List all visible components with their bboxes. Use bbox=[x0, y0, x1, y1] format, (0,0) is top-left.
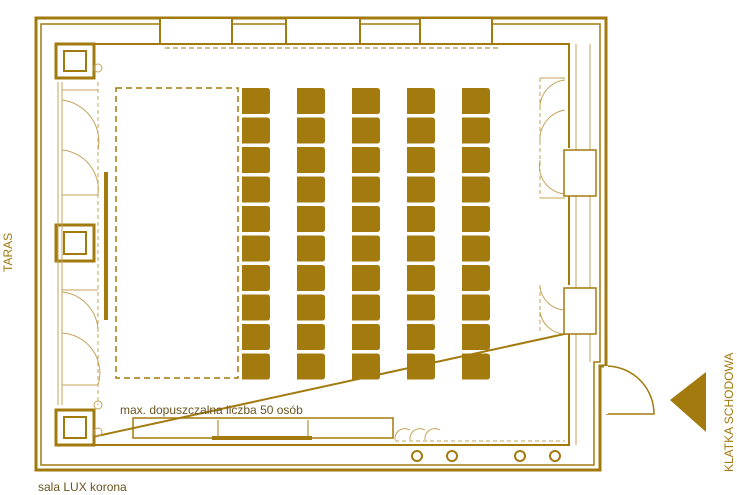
staircase-door bbox=[604, 365, 655, 415]
inner-wall bbox=[40, 23, 601, 466]
terrace-label: TARAS bbox=[1, 233, 15, 272]
staircase-label: KLATKA SCHODOWA bbox=[722, 353, 736, 472]
column-1 bbox=[411, 450, 423, 462]
chair bbox=[407, 176, 435, 203]
chair bbox=[297, 88, 325, 114]
right-door-1 bbox=[539, 77, 566, 109]
chair bbox=[462, 206, 490, 232]
chair bbox=[352, 235, 380, 262]
bottom-columns bbox=[411, 450, 561, 462]
chair bbox=[462, 324, 490, 350]
door-swing-2 bbox=[61, 149, 99, 196]
door-swing-3 bbox=[61, 289, 99, 333]
window-niche-1 bbox=[159, 17, 233, 45]
chair bbox=[242, 235, 270, 262]
chair bbox=[352, 147, 380, 173]
bottom-counter bbox=[132, 417, 565, 442]
chair bbox=[297, 147, 325, 173]
chair bbox=[297, 265, 325, 291]
counter-front bbox=[132, 417, 394, 439]
chair bbox=[352, 294, 380, 321]
chair bbox=[242, 206, 270, 232]
chair bbox=[242, 147, 270, 173]
right-door-5 bbox=[539, 311, 566, 335]
outer-wall bbox=[34, 16, 608, 472]
chair bbox=[297, 324, 325, 350]
capacity-label: max. dopuszczalna liczba 50 osób bbox=[120, 403, 303, 417]
chair bbox=[242, 353, 270, 380]
chair bbox=[297, 117, 325, 144]
chair bbox=[407, 265, 435, 291]
chair bbox=[242, 176, 270, 203]
projection-screen bbox=[104, 172, 108, 320]
cabinets bbox=[563, 149, 597, 335]
chair bbox=[352, 265, 380, 291]
right-door-2 bbox=[539, 109, 566, 143]
staircase-arrow-icon bbox=[670, 372, 706, 432]
chair bbox=[242, 324, 270, 350]
stage-area bbox=[115, 87, 239, 379]
chairs bbox=[242, 88, 490, 380]
window-niche-3 bbox=[285, 17, 361, 45]
chair bbox=[462, 176, 490, 203]
column-4 bbox=[549, 450, 561, 462]
pillar-top-inner bbox=[63, 50, 87, 72]
top-windows bbox=[159, 17, 500, 49]
chair bbox=[407, 147, 435, 173]
chair bbox=[407, 88, 435, 114]
cabinet-1 bbox=[563, 149, 597, 197]
terrace-doors bbox=[57, 63, 103, 437]
chair bbox=[242, 265, 270, 291]
chair bbox=[407, 206, 435, 232]
right-door-3 bbox=[538, 159, 566, 199]
chair bbox=[352, 176, 380, 203]
window-niche-4 bbox=[359, 17, 421, 45]
chair bbox=[297, 206, 325, 232]
chair bbox=[242, 88, 270, 114]
chair bbox=[462, 88, 490, 114]
chair bbox=[352, 353, 380, 380]
chair bbox=[462, 265, 490, 291]
chair bbox=[297, 235, 325, 262]
chair bbox=[242, 294, 270, 321]
door-swing-1 bbox=[61, 89, 100, 151]
chair bbox=[297, 294, 325, 321]
chair bbox=[407, 294, 435, 321]
cabinet-2 bbox=[563, 287, 597, 335]
chair bbox=[352, 117, 380, 144]
window-niche-2 bbox=[231, 17, 287, 45]
column-2 bbox=[446, 450, 458, 462]
window-niche-5 bbox=[419, 17, 493, 45]
chair bbox=[407, 235, 435, 262]
chair bbox=[297, 176, 325, 203]
chair bbox=[462, 117, 490, 144]
right-door-4 bbox=[539, 284, 566, 311]
chair bbox=[407, 324, 435, 350]
right-side bbox=[538, 44, 591, 445]
pillar-middle-inner bbox=[63, 231, 87, 255]
chair bbox=[297, 353, 325, 380]
door-swing-4 bbox=[61, 332, 101, 386]
chair bbox=[352, 324, 380, 350]
chair bbox=[462, 353, 490, 380]
chair bbox=[407, 117, 435, 144]
chair bbox=[462, 235, 490, 262]
chair bbox=[352, 206, 380, 232]
chair bbox=[462, 147, 490, 173]
column-3 bbox=[514, 450, 526, 462]
room-name-label: sala LUX korona bbox=[38, 480, 127, 494]
chair bbox=[242, 117, 270, 144]
chair bbox=[352, 88, 380, 114]
pillar-bottom-inner bbox=[63, 416, 87, 439]
counter-bar bbox=[212, 436, 312, 440]
chair bbox=[407, 353, 435, 380]
chair bbox=[462, 294, 490, 321]
